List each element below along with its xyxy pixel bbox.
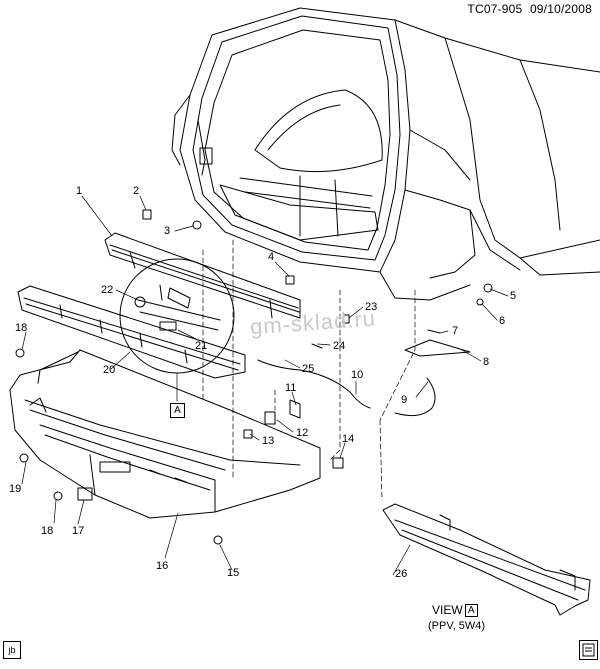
detail-circle <box>119 258 235 374</box>
view-letter-box: A <box>464 604 478 618</box>
callout-label: 24 <box>333 340 346 352</box>
callout-label: 12 <box>296 427 309 439</box>
callout-label: 17 <box>72 525 85 537</box>
callout-label: 2 <box>133 185 140 197</box>
callout-label: 11 <box>285 382 297 394</box>
callout-label: 13 <box>262 435 275 447</box>
hardware <box>15 209 493 545</box>
view-prefix: VIEW <box>432 603 463 617</box>
view-subtitle: (PPV, 5W4) <box>428 620 486 632</box>
vehicle-body <box>171 7 600 301</box>
callout-label: 21 <box>195 340 208 352</box>
callout-label: 18 <box>41 525 54 537</box>
view-a-marker: A <box>170 403 185 418</box>
callout-label: 26 <box>395 568 408 580</box>
impact-bar <box>382 503 591 616</box>
callout-label: 22 <box>101 284 114 296</box>
bumper-fascia <box>9 349 321 519</box>
diagram-header: TC07-905 09/10/2008 <box>467 2 592 16</box>
callout-label: 7 <box>452 325 459 337</box>
diagram-code: TC07-905 <box>467 2 523 16</box>
callout-label: 1 <box>76 185 83 197</box>
callout-label: 20 <box>103 364 116 376</box>
callout-label: 19 <box>9 483 22 495</box>
callout-label: 4 <box>268 251 275 263</box>
step-pad-upper <box>104 232 301 319</box>
callout-label: 15 <box>227 567 240 579</box>
callout-label: 23 <box>365 301 378 313</box>
diagram-date: 09/10/2008 <box>529 2 592 16</box>
corner-label: jb <box>3 641 21 659</box>
callout-label: 6 <box>499 315 506 327</box>
callout-label: 14 <box>342 433 355 445</box>
wiring-harness <box>257 359 436 417</box>
callout-label: 3 <box>164 225 171 237</box>
callout-label: 5 <box>510 290 517 302</box>
callout-label: 10 <box>351 369 364 381</box>
callout-label: 9 <box>401 394 408 406</box>
callout-label: 8 <box>483 356 490 368</box>
leader-lines <box>21 195 509 576</box>
corner-icon <box>579 640 598 660</box>
callout-label: 16 <box>156 560 169 572</box>
callout-label: 18 <box>15 322 28 334</box>
callout-label: 25 <box>302 363 315 375</box>
